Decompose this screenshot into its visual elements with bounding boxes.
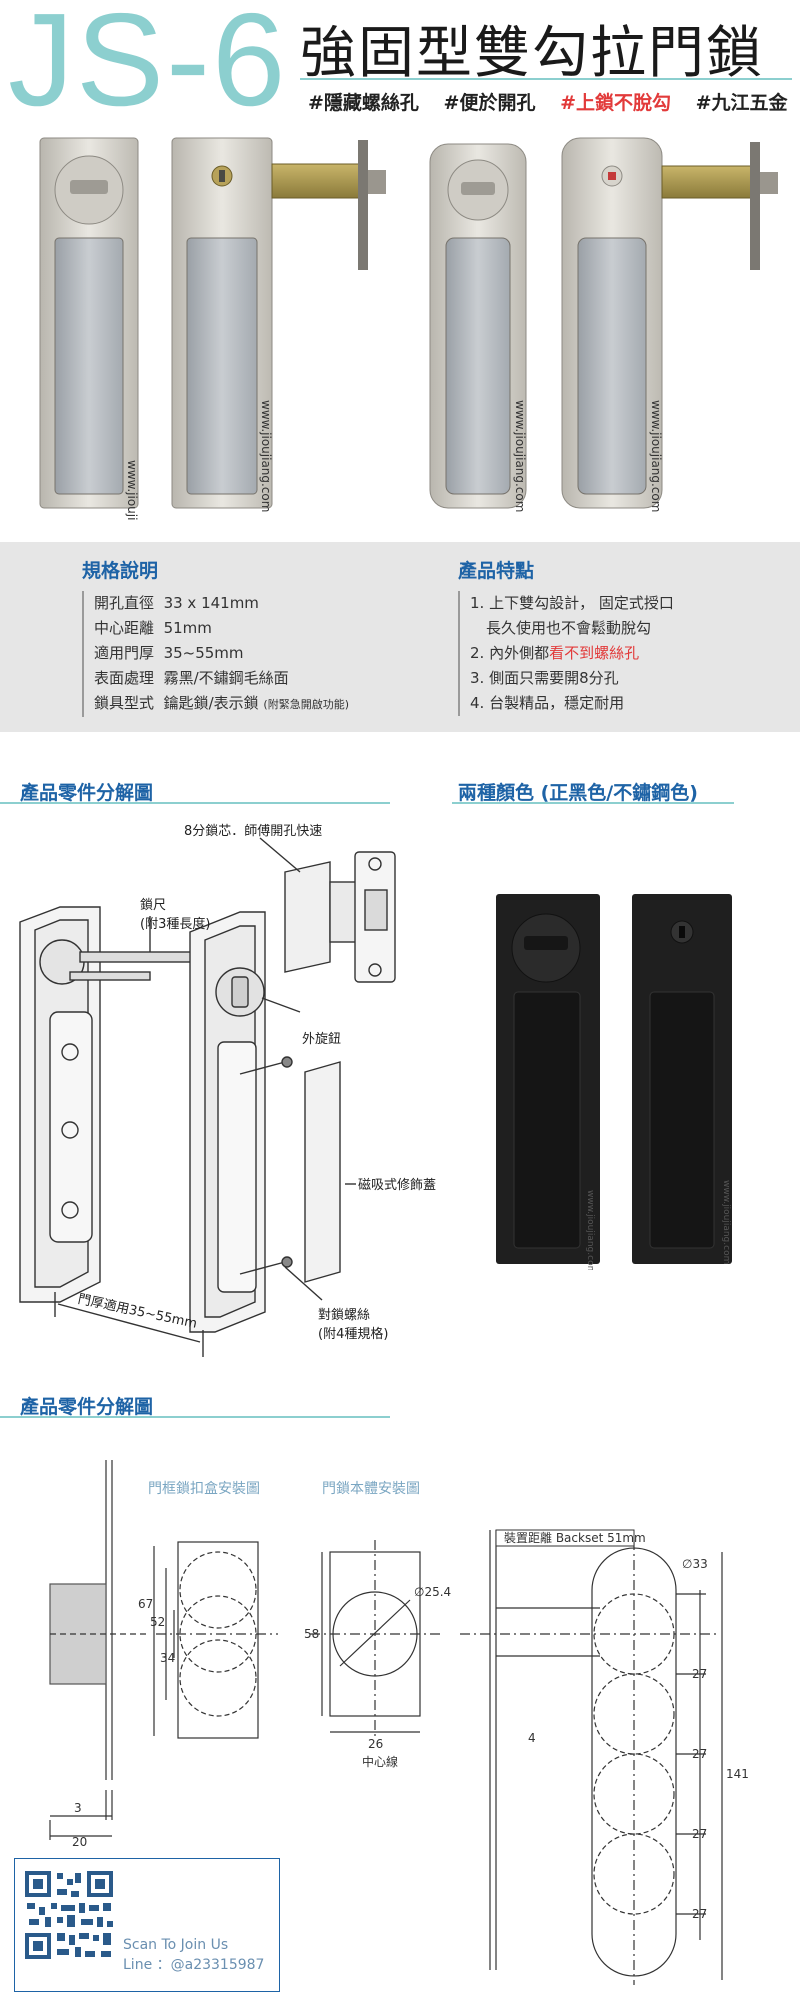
photo-watermark: www.jioujiang.com [125,460,139,520]
colors-heading: 兩種顏色 (正黑色/不鏽鋼色) [458,782,698,804]
colors-rule [452,802,734,804]
photo-watermark: www.jioujiang.com [585,1190,595,1270]
dimension-drawings: 裝置距離 Backset 51mm 67 52 34 3 20 58 26 中心… [49,1460,749,1985]
spec-column: 規格說明 開孔直徑 33 x 141mm 中心距離 51mm 適用門厚 35~5… [82,556,349,717]
qr-code[interactable] [23,1869,115,1961]
dim-dia-33: ∅33 [682,1557,708,1571]
photo-thumbturn-round: www.jioujiang.com [429,143,527,512]
exploded-diagram [19,837,396,1357]
backset-label-box [495,1529,635,1547]
callout-cover: 磁吸式修飾蓋 [358,1178,437,1193]
dim-27: 27 [692,1907,707,1921]
feature-row: 長久使用也不會鬆動脫勾 [486,619,652,637]
dim-27: 27 [692,1747,707,1761]
callout-screws: 對鎖螺絲 (附4種規格) [318,1308,389,1342]
spec-row: 中心距離 51mm [94,619,212,637]
feature-row: 4. 台製精品，穩定耐用 [470,694,625,712]
product-title: 強固型雙勾拉門鎖 [300,21,764,86]
product-photos: www.jioujiang.com www.jioujiang.com www.… [39,137,778,520]
model-number: JS-6 [8,0,288,133]
backset-label: 裝置距離 Backset 51mm [504,1531,646,1545]
photo-watermark: www.jioujiang.com [259,400,273,512]
spec-band: 規格說明 開孔直徑 33 x 141mm 中心距離 51mm 適用門厚 35~5… [0,542,800,732]
photo-watermark: www.jioujiang.com [649,400,663,512]
dim-52: 52 [150,1615,165,1629]
dim-141: 141 [726,1767,749,1781]
tag-easy-drill: #便於開孔 [443,92,536,114]
tag-no-unhook: #上鎖不脫勾 [560,92,672,114]
feature-row: 3. 側面只需要開8分孔 [470,669,619,687]
spec-row: 適用門厚 35~55mm [94,644,244,662]
body-drawing-title: 門鎖本體安裝圖 [322,1481,420,1497]
contact-box: Scan To Join Us Line ：@a23315987 [14,1858,280,1992]
dim-58: 58 [304,1627,319,1641]
exploded-rule [0,802,390,804]
spec-list: 開孔直徑 33 x 141mm 中心距離 51mm 適用門厚 35~55mm 表… [82,591,349,717]
photo-watermark: www.jioujiang.com [721,1180,731,1264]
dim-dia-25-4: ∅25.4 [414,1585,451,1599]
contact-text: Scan To Join Us Line ：@a23315987 [123,1935,264,1975]
tag-brand: #九江五金 [695,92,788,114]
photo-thumbturn-square: www.jioujiang.com [39,137,139,520]
feature-heading: 產品特點 [458,560,535,582]
spec-row: 開孔直徑 33 x 141mm [94,594,259,612]
photo-watermark: www.jioujiang.com [513,400,527,512]
tag-hidden-screw: #隱藏螺絲孔 [308,92,419,114]
feature-row: 2. 內外側都看不到螺絲孔 [470,644,640,662]
feature-column: 產品特點 1. 上下雙勾設計， 固定式授口 長久使用也不會鬆動脫勾 2. 內外側… [458,556,674,716]
scan-label: Scan To Join Us [123,1937,229,1953]
spec-row: 表面處理 霧黑/不鏽鋼毛絲面 [94,669,289,687]
black-key-lock: www.jioujiang.com [632,894,732,1264]
dimension-heading: 產品零件分解圖 [20,1396,154,1418]
black-thumbturn-lock: www.jioujiang.com [496,894,600,1270]
dim-27: 27 [692,1827,707,1841]
dim-67: 67 [138,1597,153,1611]
feature-row: 1. 上下雙勾設計， 固定式授口 [470,594,674,612]
line-id[interactable]: Line ：@a23315987 [123,1957,265,1973]
exploded-heading: 產品零件分解圖 [20,782,154,804]
dimension-rule [0,1416,390,1418]
feature-list: 1. 上下雙勾設計， 固定式授口 長久使用也不會鬆動脫勾 2. 內外側都看不到螺… [458,591,674,716]
title-divider [300,78,792,80]
dim-20: 20 [72,1835,87,1849]
strike-drawing-title: 門框鎖扣盒安裝圖 [148,1481,260,1497]
callout-core: 8分鎖芯．師傅開孔快速 [184,824,323,839]
photo-indicator-round: www.jioujiang.com [561,137,778,512]
spec-heading: 規格說明 [82,560,159,582]
dim-4: 4 [528,1731,536,1745]
center-line-label: 中心線 [362,1754,398,1769]
dim-3: 3 [74,1801,82,1815]
feature-tags: #隱藏螺絲孔 #便於開孔 #上鎖不脫勾 #九江五金 [308,88,800,115]
color-variants: www.jioujiang.com www.jioujiang.com [496,894,732,1270]
spec-row: 鎖具型式 鑰匙鎖/表示鎖 (附緊急開啟功能) [94,694,349,712]
callout-knob: 外旋鈕 [302,1032,342,1047]
dim-34: 34 [160,1651,175,1665]
dim-27: 27 [692,1667,707,1681]
dim-26: 26 [368,1737,383,1751]
photo-keylock-square: www.jioujiang.com [171,137,386,512]
callout-spindle: 鎖尺 (附3種長度) [140,898,211,932]
